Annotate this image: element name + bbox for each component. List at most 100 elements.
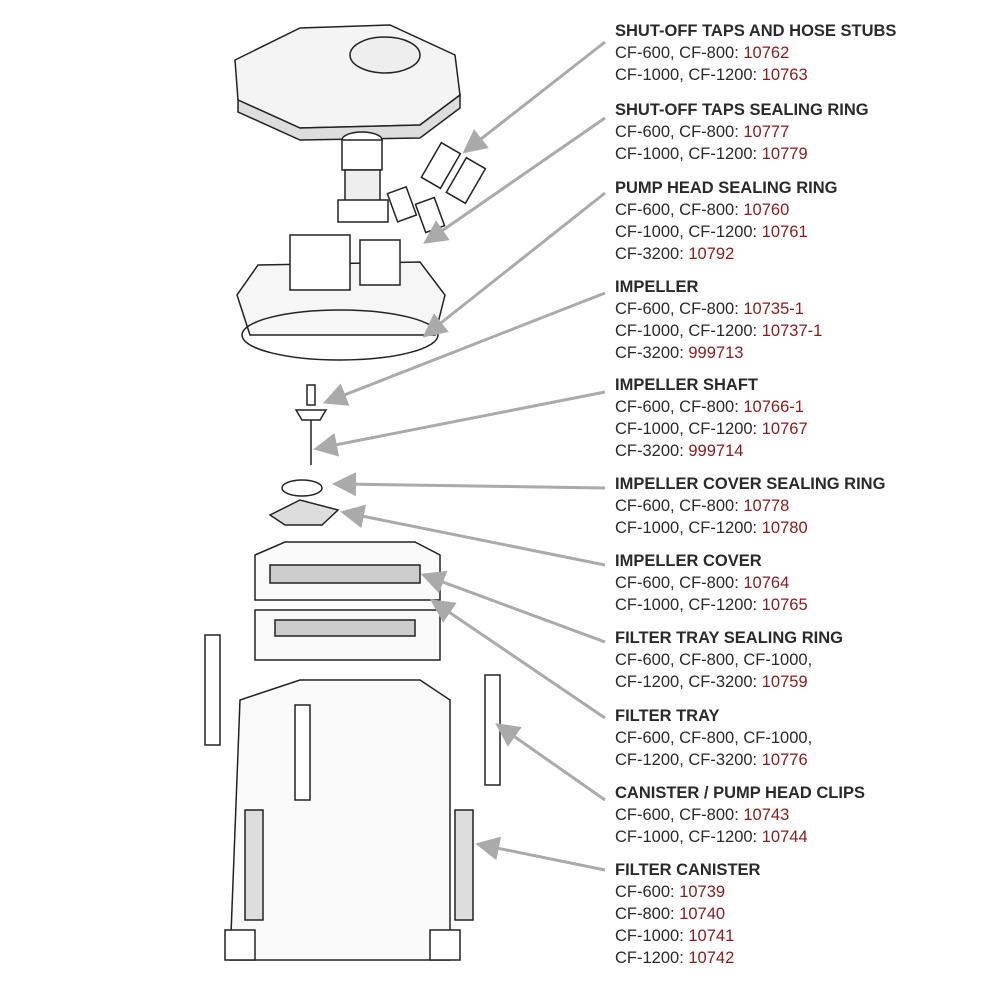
impeller-cover xyxy=(268,499,340,526)
part-title: SHUT-OFF TAPS SEALING RING xyxy=(615,101,869,119)
part-line: CF-600, CF-800, CF-1000, xyxy=(615,649,843,671)
model-list: CF-600, CF-800: xyxy=(615,398,744,416)
part-line: CF-600, CF-800: 10743 xyxy=(615,804,865,826)
part-line: CF-3200: 999713 xyxy=(615,342,822,364)
filter-tray-lower xyxy=(254,609,441,661)
part-entry: FILTER TRAY CF-600, CF-800, CF-1000, CF-12… xyxy=(615,705,812,771)
part-number: 10777 xyxy=(743,123,790,141)
part-line: CF-3200: 999714 xyxy=(615,440,808,462)
model-list: CF-1000, CF-1200: xyxy=(615,519,762,537)
motor-unit xyxy=(337,131,389,223)
part-title: CANISTER / PUMP HEAD CLIPS xyxy=(615,784,865,802)
part-line: CF-1000, CF-1200: 10780 xyxy=(615,517,885,539)
part-line: CF-1000, CF-1200: 10779 xyxy=(615,143,869,165)
model-list: CF-1000, CF-1200: xyxy=(615,322,762,340)
part-title: IMPELLER COVER SEALING RING xyxy=(615,475,886,493)
part-line: CF-600, CF-800: 10766-1 xyxy=(615,396,808,418)
part-title: SHUT-OFF TAPS AND HOSE STUBS xyxy=(615,22,897,40)
model-list: CF-1000, CF-1200: xyxy=(615,66,762,84)
model-list: CF-600, CF-800: xyxy=(615,574,744,592)
part-line: CF-1000, CF-1200: 10765 xyxy=(615,594,808,616)
part-entry: CANISTER / PUMP HEAD CLIPS CF-600, CF-800… xyxy=(615,782,865,848)
part-entry: SHUT-OFF TAPS AND HOSE STUBS CF-600, CF-8… xyxy=(615,20,896,86)
part-title: FILTER TRAY xyxy=(615,707,720,725)
part-line: CF-600, CF-800: 10735-1 xyxy=(615,298,822,320)
part-line: CF-600, CF-800: 10778 xyxy=(615,495,885,517)
model-list: CF-1000, CF-1200: xyxy=(615,223,762,241)
part-line: CF-3200: 10792 xyxy=(615,243,837,265)
part-number: 10735-1 xyxy=(743,300,804,318)
part-number: 10759 xyxy=(761,673,808,691)
part-line: CF-600, CF-800, CF-1000, xyxy=(615,727,812,749)
model-list: CF-600, CF-800: xyxy=(615,44,744,62)
model-list: CF-1000, CF-1200: xyxy=(615,420,762,438)
model-list: CF-600, CF-800, CF-1000, xyxy=(615,729,813,747)
model-list: CF-600, CF-800: xyxy=(615,300,744,318)
filter-tray-upper xyxy=(254,541,441,601)
part-number: 10779 xyxy=(761,145,808,163)
part-line: CF-1000, CF-1200: 10737-1 xyxy=(615,320,822,342)
part-number: 10765 xyxy=(761,596,808,614)
part-number: 10792 xyxy=(688,245,735,263)
model-list: CF-1000, CF-1200: xyxy=(615,596,762,614)
part-line: CF-600, CF-800: 10762 xyxy=(615,42,896,64)
part-number: 10739 xyxy=(679,883,726,901)
part-number: 10742 xyxy=(688,949,735,967)
model-list: CF-3200: xyxy=(615,442,689,460)
part-title: IMPELLER COVER xyxy=(615,552,762,570)
part-number: 999714 xyxy=(688,442,744,460)
part-line: CF-1200, CF-3200: 10776 xyxy=(615,749,812,771)
model-list: CF-600, CF-800: xyxy=(615,123,744,141)
model-list: CF-3200: xyxy=(615,245,689,263)
part-number: 10764 xyxy=(743,574,790,592)
model-list: CF-1000, CF-1200: xyxy=(615,828,762,846)
part-number: 10767 xyxy=(761,420,808,438)
filter-canister xyxy=(204,634,501,961)
part-title: FILTER CANISTER xyxy=(615,861,761,879)
part-number: 10740 xyxy=(679,905,726,923)
part-number: 10744 xyxy=(761,828,808,846)
part-number: 10778 xyxy=(743,497,790,515)
part-number: 10737-1 xyxy=(761,322,823,340)
part-line: CF-1000, CF-1200: 10767 xyxy=(615,418,808,440)
part-line: CF-800: 10740 xyxy=(615,903,760,925)
part-number: 10780 xyxy=(761,519,808,537)
part-line: CF-600, CF-800: 10760 xyxy=(615,199,837,221)
part-number: 10741 xyxy=(688,927,735,945)
part-number: 10762 xyxy=(743,44,790,62)
part-number: 10776 xyxy=(761,751,808,769)
model-list: CF-1200, CF-3200: xyxy=(615,673,762,691)
model-list: CF-600, CF-800: xyxy=(615,806,744,824)
part-number: 10763 xyxy=(761,66,808,84)
impeller xyxy=(294,384,328,465)
model-list: CF-600, CF-800: xyxy=(615,201,744,219)
shut-off-taps xyxy=(386,141,487,234)
model-list: CF-1200, CF-3200: xyxy=(615,751,762,769)
part-title: IMPELLER SHAFT xyxy=(615,376,758,394)
part-line: CF-1000, CF-1200: 10744 xyxy=(615,826,865,848)
pump-head xyxy=(236,234,446,361)
part-line: CF-1000: 10741 xyxy=(615,925,760,947)
part-line: CF-600: 10739 xyxy=(615,881,760,903)
model-list: CF-1000, CF-1200: xyxy=(615,145,762,163)
model-list: CF-800: xyxy=(615,905,680,923)
model-list: CF-600, CF-800, CF-1000, xyxy=(615,651,813,669)
part-entry: IMPELLER COVER SEALING RING CF-600, CF-80… xyxy=(615,473,885,539)
model-list: CF-600, CF-800: xyxy=(615,497,744,515)
model-list: CF-1200: xyxy=(615,949,689,967)
part-line: CF-600, CF-800: 10764 xyxy=(615,572,808,594)
model-list: CF-600: xyxy=(615,883,680,901)
part-entry: SHUT-OFF TAPS SEALING RING CF-600, CF-800… xyxy=(615,99,869,165)
part-line: CF-1200, CF-3200: 10759 xyxy=(615,671,843,693)
model-list: CF-3200: xyxy=(615,344,689,362)
part-line: CF-1200: 10742 xyxy=(615,947,760,969)
impeller-cover-sealing-ring xyxy=(281,479,323,497)
part-line: CF-1000, CF-1200: 10763 xyxy=(615,64,896,86)
part-number: 10766-1 xyxy=(743,398,804,416)
